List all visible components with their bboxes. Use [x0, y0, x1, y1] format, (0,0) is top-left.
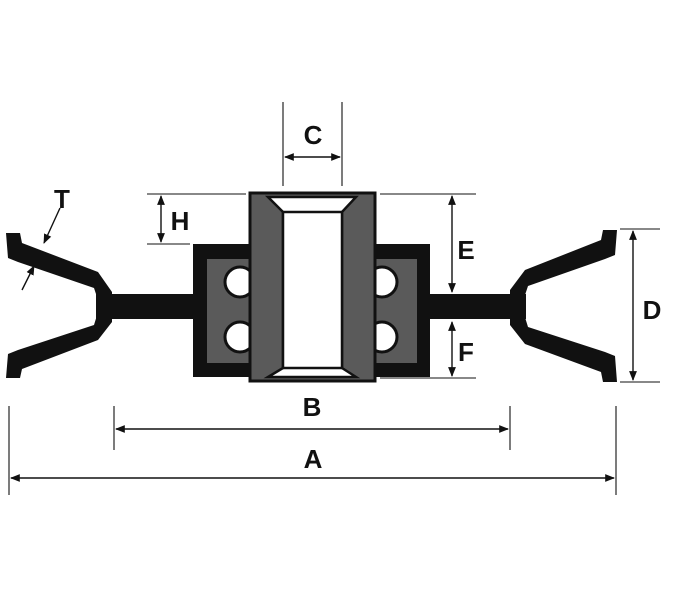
label-d: D — [643, 295, 662, 325]
label-e: E — [457, 235, 474, 265]
left-web — [96, 294, 196, 319]
left-upper-flange — [6, 233, 112, 300]
label-c: C — [304, 120, 323, 150]
hub-bore-inner — [281, 210, 344, 370]
right-lower-flange — [510, 314, 617, 382]
right-upper-flange — [510, 230, 617, 298]
dimension-lines — [8, 102, 660, 495]
label-a: A — [304, 444, 323, 474]
label-t: T — [54, 184, 70, 214]
left-lower-flange — [6, 312, 112, 378]
label-f: F — [458, 337, 474, 367]
right-web — [426, 294, 526, 319]
label-b: B — [303, 392, 322, 422]
pulley-body — [6, 191, 617, 383]
dimension-labels: C T H E F D B A — [54, 120, 661, 474]
label-h: H — [171, 206, 190, 236]
